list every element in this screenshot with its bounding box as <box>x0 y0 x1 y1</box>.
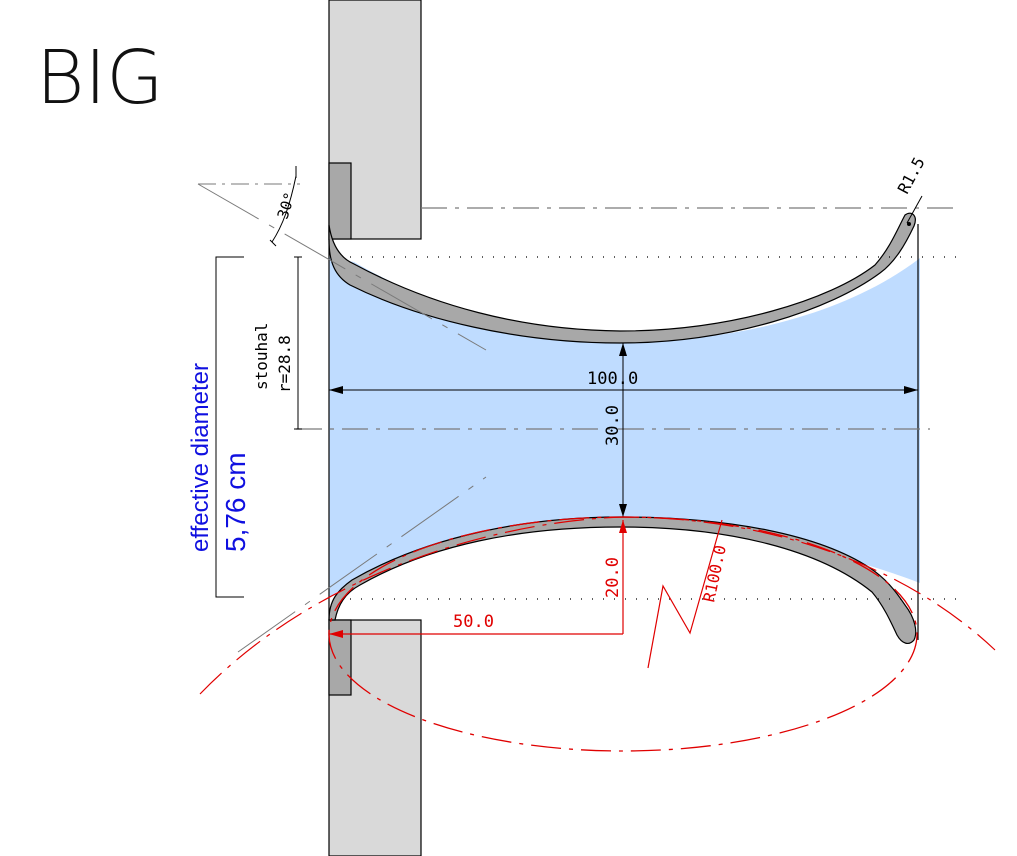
half-width-arrow-left <box>329 630 343 638</box>
angle-dimension-tick <box>271 175 297 243</box>
stouhal-radius-label: r=28.8 <box>275 335 294 393</box>
arc-radius-leader <box>647 519 723 669</box>
lip-height-arrow-top <box>619 520 627 533</box>
lip-height-dimension-label: 20.0 <box>603 557 623 598</box>
neck-gap-dimension-label: 30.0 <box>603 405 623 446</box>
effective-diameter-label: effective diameter <box>187 363 214 552</box>
lower-flange-insert <box>328 619 352 696</box>
edge-radius-point <box>907 222 911 226</box>
edge-radius-label: R1.5 <box>894 154 929 197</box>
upper-nozzle-lip <box>328 212 916 344</box>
neck-gap-arrow-bottom <box>619 504 627 517</box>
radius-construction-arc-extension <box>199 516 996 695</box>
effective-flow-region <box>329 257 920 597</box>
width-dimension-label: 100.0 <box>587 369 638 389</box>
effective-diameter-bracket <box>215 256 244 598</box>
angle-construction-line-upper <box>197 183 487 351</box>
edge-radius-leader <box>906 195 923 224</box>
half-width-dimension-label: 50.0 <box>453 612 494 632</box>
width-dimension-arrow-left <box>329 386 343 394</box>
angle-construction-line-lower <box>237 476 487 653</box>
neck-gap-arrow-top <box>619 343 627 356</box>
angle-dimension-label: 30° <box>274 190 299 221</box>
width-dimension-arrow-right <box>904 386 918 394</box>
arc-radius-label: R100.0 <box>699 543 730 603</box>
stouhal-label: stouhal <box>252 323 271 390</box>
effective-diameter-value: 5,76 cm <box>220 452 251 552</box>
drawing-title: BIG <box>36 35 164 121</box>
upper-flange-insert <box>328 162 352 240</box>
